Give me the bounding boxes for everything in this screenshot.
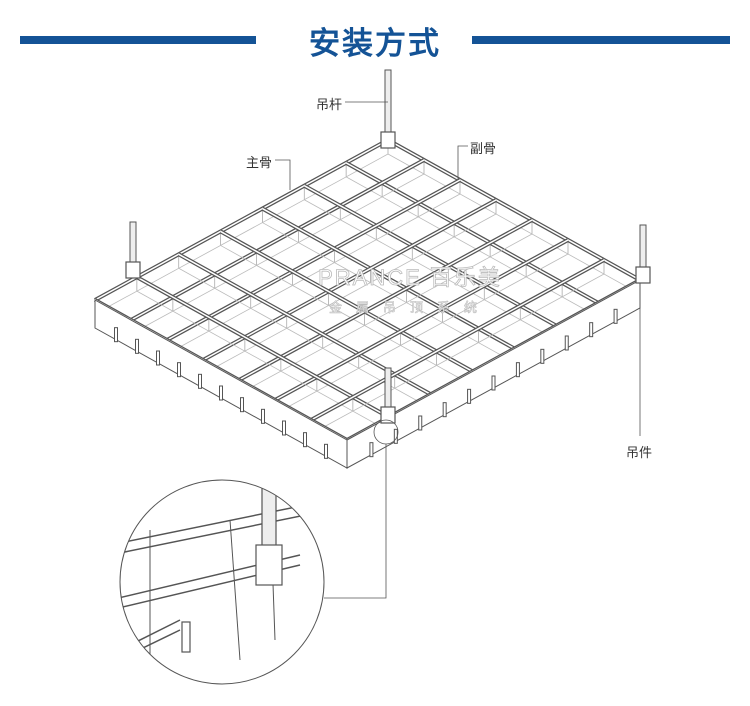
main-runner-bottom bbox=[387, 153, 641, 295]
runner-clip bbox=[491, 375, 496, 391]
detail-runner bbox=[120, 499, 324, 546]
runner-clip bbox=[418, 415, 423, 431]
cross-runner-highlight bbox=[166, 179, 461, 341]
runner-clip bbox=[613, 308, 618, 324]
main-runner-highlight bbox=[220, 230, 473, 373]
main-runner-highlight bbox=[387, 139, 641, 281]
main-runner-highlight bbox=[345, 162, 599, 304]
runner-clip bbox=[156, 350, 160, 366]
hanger-clip bbox=[380, 406, 396, 424]
runner-clip bbox=[589, 322, 594, 338]
main-runner-bottom bbox=[136, 290, 390, 432]
title-rule-right bbox=[472, 36, 730, 44]
label-hanger-rod: 吊杆 bbox=[316, 98, 343, 113]
label-main-runner: 主骨 bbox=[246, 156, 273, 171]
main-runner-bottom bbox=[304, 199, 557, 341]
detail-runner bbox=[120, 619, 181, 656]
main-runner-highlight bbox=[136, 276, 390, 418]
runner-clip bbox=[219, 385, 223, 401]
cross-runner-bottom bbox=[130, 173, 425, 335]
runner-clip bbox=[324, 443, 328, 459]
runner-clip bbox=[261, 408, 265, 424]
main-runner-bottom bbox=[345, 176, 599, 318]
cross-runner-bottom bbox=[238, 233, 533, 395]
leader-cross-runner bbox=[457, 145, 468, 180]
title-rule-left bbox=[20, 36, 256, 44]
detail-runner-clip bbox=[181, 621, 191, 653]
main-runner-highlight bbox=[303, 185, 557, 327]
cross-runner-highlight bbox=[202, 199, 497, 361]
runner-clip bbox=[564, 335, 569, 351]
hanger-clip bbox=[635, 266, 651, 284]
cross-runner-bottom bbox=[310, 273, 605, 435]
runner-clip bbox=[303, 432, 307, 448]
runner-clip bbox=[198, 373, 202, 389]
page-title: 安装方式 bbox=[309, 26, 441, 62]
cross-runner-bottom bbox=[166, 193, 461, 355]
label-cross-runner: 副骨 bbox=[470, 142, 497, 157]
cross-runner-bottom bbox=[94, 153, 389, 315]
cross-runner-bottom bbox=[274, 253, 569, 415]
cross-runner-bottom bbox=[202, 213, 497, 375]
detail-hanger-rod bbox=[261, 480, 277, 551]
watermark-subtext: 金属吊顶系统 bbox=[329, 300, 491, 316]
hanger-clip bbox=[125, 261, 141, 279]
runner-clip bbox=[114, 327, 118, 343]
watermark-logo: PRANCE 百乐美 bbox=[318, 265, 502, 290]
runner-clip bbox=[240, 397, 244, 413]
hanger-rod bbox=[384, 69, 392, 141]
detail-runner bbox=[120, 629, 181, 665]
detail-circle bbox=[119, 479, 325, 685]
runner-clip bbox=[177, 362, 181, 378]
cross-runner-highlight bbox=[130, 159, 425, 321]
cross-runner-highlight bbox=[274, 239, 569, 401]
detail-cell-edge bbox=[229, 519, 241, 661]
detail-hanger-clip bbox=[255, 544, 283, 586]
cross-runner-highlight bbox=[238, 219, 533, 381]
runner-clip bbox=[135, 338, 139, 354]
runner-clip bbox=[442, 402, 447, 418]
runner-clip bbox=[467, 388, 472, 404]
main-runner-highlight bbox=[262, 207, 515, 350]
leader-main-runner bbox=[275, 159, 291, 190]
runner-clip bbox=[369, 442, 374, 458]
runner-clip bbox=[540, 348, 545, 364]
detail-runner bbox=[120, 509, 324, 556]
main-runner-bottom bbox=[220, 245, 473, 386]
cross-runner-highlight bbox=[310, 259, 605, 421]
runner-clip bbox=[282, 420, 286, 436]
label-hanger-clip: 吊件 bbox=[626, 446, 653, 461]
runner-clip bbox=[515, 362, 520, 378]
main-runner-bottom bbox=[262, 222, 515, 363]
cross-runner-highlight bbox=[94, 139, 389, 301]
hanger-clip bbox=[380, 131, 396, 149]
detail-leader bbox=[324, 444, 387, 599]
